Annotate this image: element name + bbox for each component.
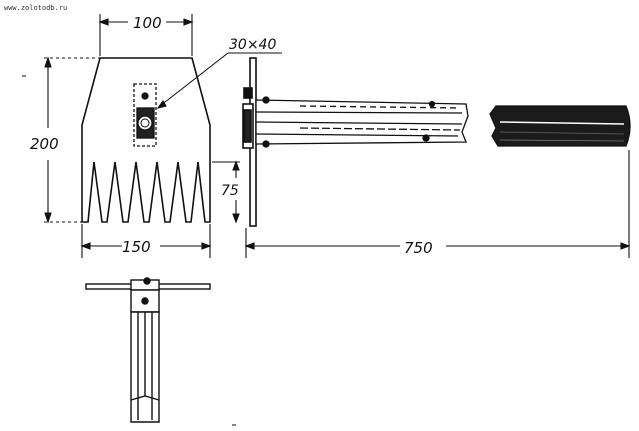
dimension-height-label: 200 xyxy=(30,135,59,153)
dimension-top-width-label: 100 xyxy=(133,14,162,32)
dimension-tooth-height-label: 75 xyxy=(221,183,239,199)
side-view-handle-far xyxy=(489,105,631,147)
dimension-bottom-width xyxy=(80,224,212,258)
watermark: www.zolotodb.ru xyxy=(4,4,67,12)
hole-size-label: 30×40 xyxy=(229,37,276,53)
centerline-marks xyxy=(22,75,236,426)
top-view xyxy=(85,277,211,423)
front-view-plate xyxy=(81,57,211,223)
hole-size-leader xyxy=(156,52,282,109)
side-view-handle-near xyxy=(255,96,469,148)
dimension-handle-length-label: 750 xyxy=(404,239,433,257)
dimension-height xyxy=(44,56,100,224)
dimension-handle-length xyxy=(244,150,631,258)
dimension-tooth-height xyxy=(212,160,240,224)
handle-mount-hole xyxy=(133,83,157,147)
dimension-top-width xyxy=(98,14,194,56)
side-view-plate xyxy=(242,57,257,227)
dimension-bottom-width-label: 150 xyxy=(122,238,151,256)
